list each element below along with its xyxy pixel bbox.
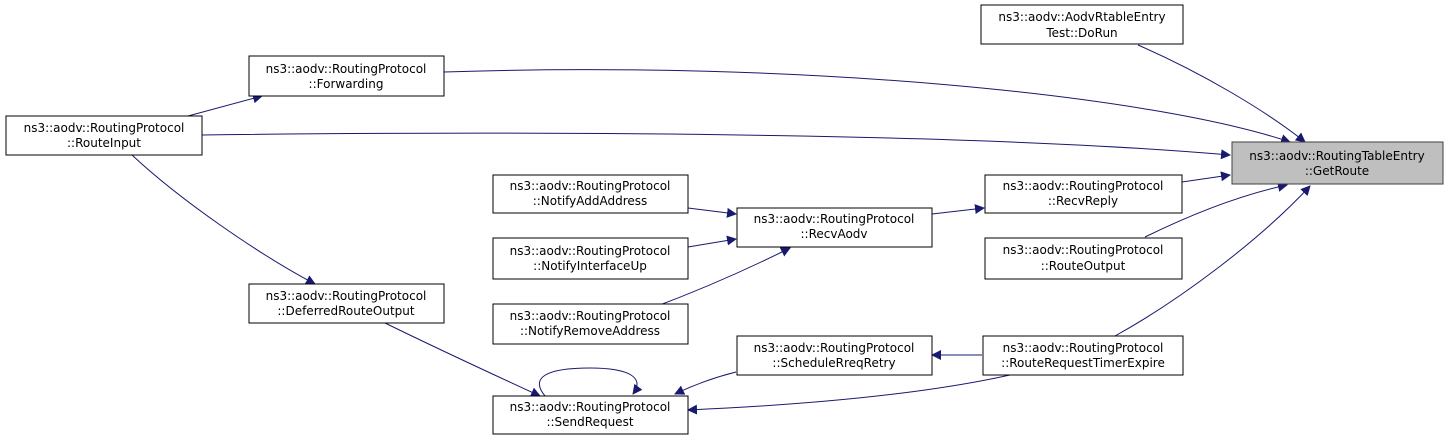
node-deferred-line-2: ::DeferredRouteOutput [277,304,415,318]
node-recvaodv-line-1: ns3::aodv::RoutingProtocol [754,212,915,226]
edge-sendrequest-self-loop [539,367,643,397]
node-routeinput-line-1: ns3::aodv::RoutingProtocol [24,121,185,135]
node-deferred-line-1: ns3::aodv::RoutingProtocol [266,289,427,303]
edges-layer [131,44,1311,415]
edge-notifyremove-to-recvaodv [651,247,791,309]
edge-aodvrtable-to-getroute [1137,44,1306,143]
node-routeoutput-line-1: ns3::aodv::RoutingProtocol [1003,243,1164,257]
edge-rrtimer-to-getroute [1114,185,1311,337]
node-notifyremove-line-1: ns3::aodv::RoutingProtocol [510,309,671,323]
node-getroute-line-2: ::GetRoute [1305,164,1369,178]
node-sendrequest-line-1: ns3::aodv::RoutingProtocol [510,400,671,414]
edge-schedulerreq-to-sendrequest [674,371,737,395]
edge-routeinput-to-forwarding [187,93,263,117]
node-forwarding-line-1: ns3::aodv::RoutingProtocol [266,62,427,76]
edge-routeinput-to-getroute [201,132,1231,160]
edge-routeinput-to-deferred [131,154,316,285]
node-sendrequest-line-2: ::SendRequest [546,415,633,429]
node-sendrequest[interactable]: ns3::aodv::RoutingProtocol ::SendRequest [492,395,689,435]
node-notifyup-line-1: ns3::aodv::RoutingProtocol [510,244,671,258]
edge-forwarding-to-getroute [443,69,1291,144]
node-recvaodv-line-2: ::RecvAodv [800,227,867,241]
node-forwarding[interactable]: ns3::aodv::RoutingProtocol ::Forwarding [248,55,445,97]
edge-notifyadd-to-recvaodv [687,207,737,218]
node-recvreply-line-2: ::RecvReply [1048,194,1118,208]
node-routeinput[interactable]: ns3::aodv::RoutingProtocol ::RouteInput [5,115,203,156]
node-notifyup-line-2: ::NotifyInterfaceUp [533,259,647,273]
edge-recvreply-to-getroute [1181,171,1231,183]
edge-rrtimer-to-sendrequest [687,374,1011,415]
node-recvreply-line-1: ns3::aodv::RoutingProtocol [1003,179,1164,193]
node-recvreply[interactable]: ns3::aodv::RoutingProtocol ::RecvReply [984,174,1183,214]
node-notifyinterfaceup[interactable]: ns3::aodv::RoutingProtocol ::NotifyInter… [492,237,689,280]
edge-recvaodv-to-recvreply [931,204,985,215]
edge-notifyup-to-recvaodv [687,235,737,248]
node-aodvrtable-line-1: ns3::aodv::AodvRtableEntry [998,10,1165,24]
node-routeoutput[interactable]: ns3::aodv::RoutingProtocol ::RouteOutput [984,237,1183,280]
node-forwarding-line-2: ::Forwarding [309,77,384,91]
node-rrtimer-line-2: ::RouteRequestTimerExpire [1001,356,1165,370]
node-getroute[interactable]: ns3::aodv::RoutingTableEntry ::GetRoute [1231,141,1444,185]
node-recvaodv[interactable]: ns3::aodv::RoutingProtocol ::RecvAodv [736,207,933,248]
edge-deferred-to-sendrequest [384,322,541,397]
node-schedulerreq-line-2: ::ScheduleRreqRetry [772,356,895,370]
node-schedulerreq-line-1: ns3::aodv::RoutingProtocol [754,341,915,355]
node-routeoutput-line-2: ::RouteOutput [1041,259,1126,273]
node-notifyaddaddress[interactable]: ns3::aodv::RoutingProtocol ::NotifyAddAd… [492,174,689,214]
node-notifyremoveaddress[interactable]: ns3::aodv::RoutingProtocol ::NotifyRemov… [492,303,689,345]
nodes-layer: ns3::aodv::RoutingTableEntry ::GetRoute … [5,4,1444,435]
node-schedulerreqretry[interactable]: ns3::aodv::RoutingProtocol ::ScheduleRre… [736,335,933,376]
node-rrtimer-line-1: ns3::aodv::RoutingProtocol [1003,341,1164,355]
node-aodvrtable-dorun[interactable]: ns3::aodv::AodvRtableEntry Test::DoRun [980,4,1184,45]
node-notifyadd-line-2: ::NotifyAddAddress [533,194,648,208]
node-deferredrouteoutput[interactable]: ns3::aodv::RoutingProtocol ::DeferredRou… [248,283,445,324]
node-getroute-line-1: ns3::aodv::RoutingTableEntry [1249,149,1424,163]
node-routerequesttimerexpire[interactable]: ns3::aodv::RoutingProtocol ::RouteReques… [982,335,1184,376]
node-routeinput-line-2: ::RouteInput [67,136,141,150]
node-aodvrtable-line-2: Test::DoRun [1045,26,1117,40]
node-notifyadd-line-1: ns3::aodv::RoutingProtocol [510,179,671,193]
edge-routeoutput-to-getroute [1144,181,1288,238]
node-notifyremove-line-2: ::NotifyRemoveAddress [520,324,660,338]
